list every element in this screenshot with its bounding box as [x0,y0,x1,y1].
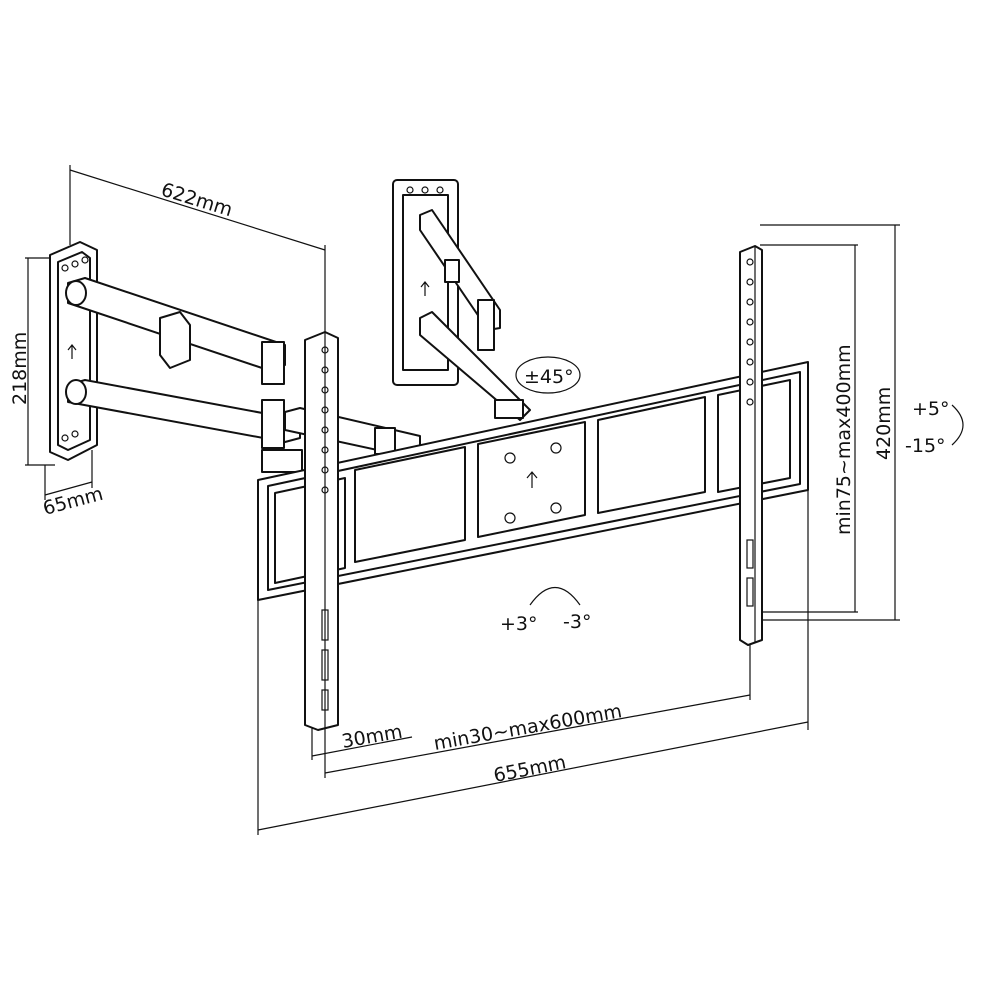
rotate-right-label: -3° [563,611,591,633]
bar-width-label: 30mm [340,721,404,753]
rotation-arrows [515,356,964,606]
arm-extension-label: 622mm [159,179,236,221]
vertical-bars [304,245,763,731]
tilt-up-label: +5° [912,398,950,420]
dimension-lines [25,165,900,835]
swivel-label: ±45° [524,366,574,388]
tv-plate [257,361,809,601]
wall-plate [49,241,98,461]
vesa-horizontal-label: min30~max600mm [432,700,624,755]
tilt-down-label: -15° [905,435,946,457]
swing-arms [65,277,421,473]
wall-plate-height-label: 218mm [9,332,31,405]
swivel-inset [392,179,531,421]
vesa-vertical-label: min75~max400mm [833,344,855,535]
wall-plate-depth-label: 65mm [41,483,106,520]
rotate-left-label: +3° [500,613,538,635]
plate-width-label: 655mm [492,751,568,787]
bracket-height-label: 420mm [873,387,895,460]
